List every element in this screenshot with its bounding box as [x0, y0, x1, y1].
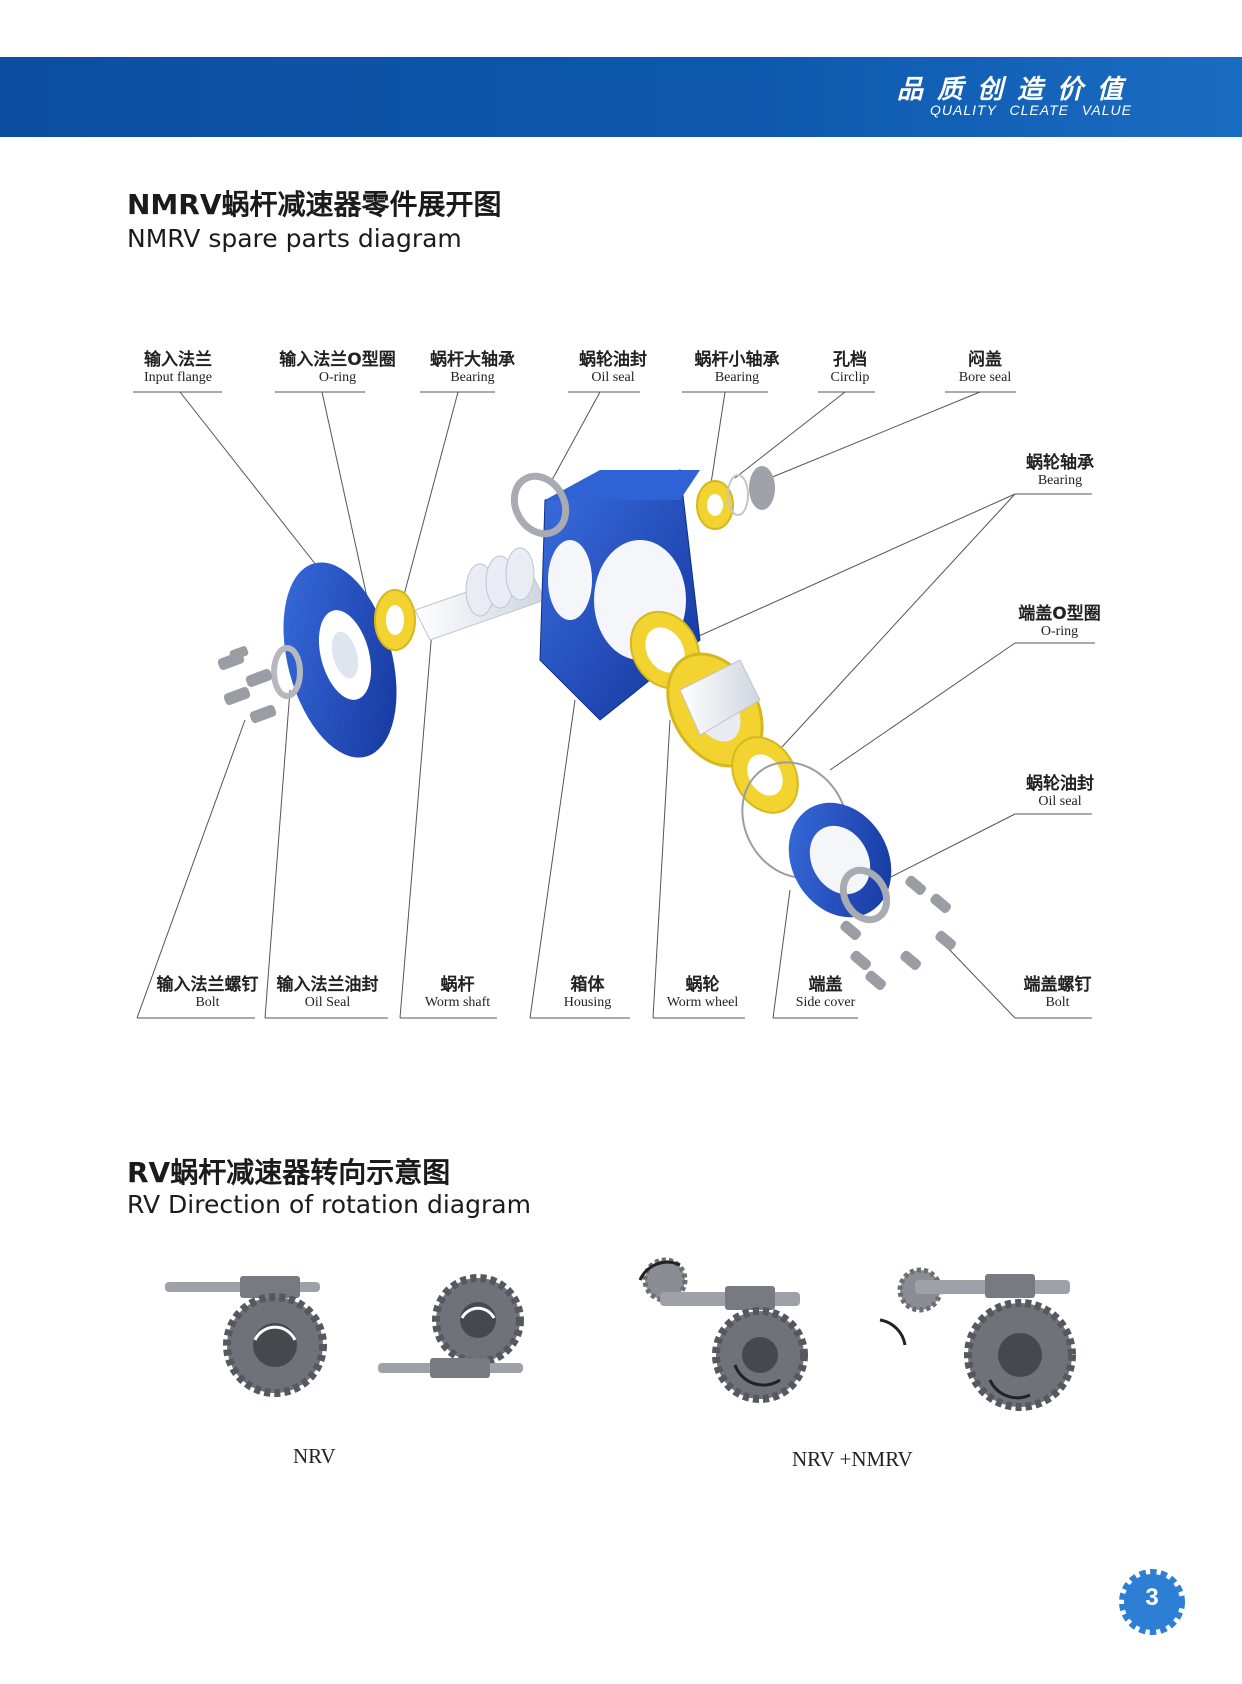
callout-cover-o-ring: 端盖O型圈 O-ring — [1012, 605, 1107, 639]
callout-cn: 闷盖 — [945, 351, 1025, 370]
callout-en: Bearing — [682, 370, 792, 385]
callout-en: Oil seal — [1015, 794, 1105, 809]
callout-en: Oil seal — [568, 370, 658, 385]
callout-en: Side cover — [778, 995, 873, 1010]
callout-cn: 蜗轮油封 — [568, 351, 658, 370]
callout-cover-oil-seal: 蜗轮油封 Oil seal — [1015, 775, 1105, 809]
callout-en: Bearing — [1015, 473, 1105, 488]
callout-worm-wheel-bearing: 蜗轮轴承 Bearing — [1015, 454, 1105, 488]
section2-title-chinese: RV蜗杆减速器转向示意图 — [127, 1151, 450, 1191]
callout-en: Bolt — [150, 995, 265, 1010]
rotation-illustration-nrv-2 — [378, 1278, 523, 1378]
callout-en: Worm wheel — [655, 995, 750, 1010]
callout-cn: 输入法兰O型圈 — [270, 351, 405, 370]
caption-nrv: NRV — [293, 1444, 336, 1469]
callout-en: Oil Seal — [270, 995, 385, 1010]
bore-seal-illustration — [749, 466, 775, 510]
callout-cn: 蜗杆大轴承 — [420, 351, 525, 370]
callout-en: Circlip — [810, 370, 890, 385]
callout-worm-shaft: 蜗杆 Worm shaft — [410, 976, 505, 1010]
page-number: 3 — [1120, 1584, 1184, 1612]
callout-input-flange: 输入法兰 Input flange — [128, 351, 228, 385]
callout-top-oil-seal: 蜗轮油封 Oil seal — [568, 351, 658, 385]
callout-worm-small-bearing: 蜗杆小轴承 Bearing — [682, 351, 792, 385]
callout-en: O-ring — [1012, 624, 1107, 639]
callout-cn: 端盖 — [778, 976, 873, 995]
callout-input-flange-o-ring: 输入法兰O型圈 O-ring — [270, 351, 405, 385]
callout-worm-wheel: 蜗轮 Worm wheel — [655, 976, 750, 1010]
callout-en: Bearing — [420, 370, 525, 385]
callout-circlip: 孔档 Circlip — [810, 351, 890, 385]
rotation-illustration-nmrv-2 — [880, 1270, 1072, 1407]
callout-cn: 蜗轮 — [655, 976, 750, 995]
callout-cn: 蜗轮油封 — [1015, 775, 1105, 794]
callout-en: Worm shaft — [410, 995, 505, 1010]
callout-cn: 输入法兰 — [128, 351, 228, 370]
callout-input-flange-oil-seal: 输入法兰油封 Oil Seal — [270, 976, 385, 1010]
callout-en: Housing — [545, 995, 630, 1010]
worm-shaft-illustration — [415, 548, 545, 640]
callout-cn: 输入法兰油封 — [270, 976, 385, 995]
callout-bore-seal: 闷盖 Bore seal — [945, 351, 1025, 385]
section2-title-english: RV Direction of rotation diagram — [127, 1190, 531, 1219]
callout-housing: 箱体 Housing — [545, 976, 630, 1010]
callout-cn: 输入法兰螺钉 — [150, 976, 265, 995]
input-flange-bolts-illustration — [217, 645, 278, 724]
callout-en: Bolt — [1010, 995, 1105, 1010]
callout-input-flange-bolt: 输入法兰螺钉 Bolt — [150, 976, 265, 1010]
rotation-illustration-nrv-1 — [165, 1276, 323, 1393]
callout-en: O-ring — [270, 370, 405, 385]
rotation-illustration-nmrv-1 — [640, 1260, 804, 1399]
callout-cn: 端盖O型圈 — [1012, 605, 1107, 624]
caption-nrv-nmrv: NRV +NMRV — [792, 1447, 913, 1472]
callout-cn: 端盖螺钉 — [1010, 976, 1105, 995]
callout-en: Input flange — [128, 370, 228, 385]
callout-side-cover-bolt: 端盖螺钉 Bolt — [1010, 976, 1105, 1010]
callout-cn: 蜗轮轴承 — [1015, 454, 1105, 473]
callout-side-cover: 端盖 Side cover — [778, 976, 873, 1010]
callout-cn: 孔档 — [810, 351, 890, 370]
callout-worm-big-bearing: 蜗杆大轴承 Bearing — [420, 351, 525, 385]
callout-cn: 蜗杆小轴承 — [682, 351, 792, 370]
callout-en: Bore seal — [945, 370, 1025, 385]
callout-cn: 蜗杆 — [410, 976, 505, 995]
callout-cn: 箱体 — [545, 976, 630, 995]
